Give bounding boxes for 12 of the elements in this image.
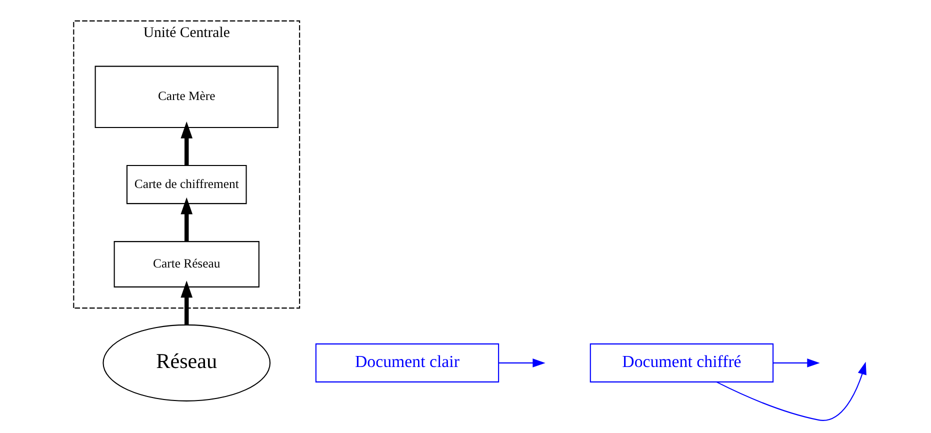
arrow	[773, 358, 820, 368]
node-box: Carte Mère	[94, 66, 278, 128]
node-box: Carte de chiffrement	[126, 165, 247, 204]
node-box: Carte Réseau	[114, 241, 260, 288]
arrow	[716, 362, 866, 421]
node-box: Document chiffré	[590, 343, 774, 382]
arrow	[180, 197, 193, 242]
node-box: Document clair	[315, 343, 500, 382]
arrow	[498, 358, 546, 368]
node-ellipse: Réseau	[102, 324, 271, 402]
arrow	[180, 280, 193, 325]
arrow	[180, 121, 193, 166]
